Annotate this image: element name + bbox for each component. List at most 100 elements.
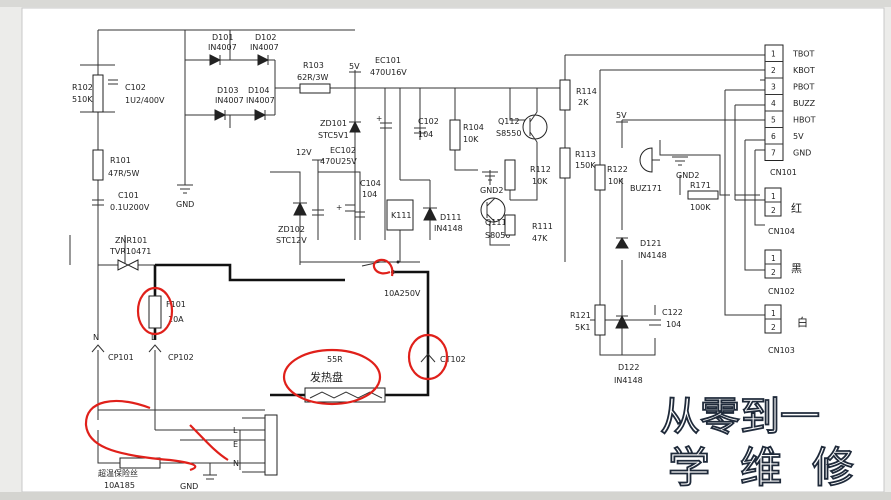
svg-text:1: 1 bbox=[771, 254, 776, 263]
gnd-symbol-bottom: GND bbox=[180, 474, 217, 491]
svg-text:GND: GND bbox=[180, 482, 198, 491]
svg-text:2: 2 bbox=[771, 323, 776, 332]
f101-fuse: F101 10A bbox=[148, 295, 186, 329]
svg-text:10A185: 10A185 bbox=[104, 481, 135, 490]
r112-resistor: R112 10K bbox=[504, 159, 551, 191]
buz171-buzzer: BUZ171 bbox=[630, 147, 662, 193]
svg-text:Q111: Q111 bbox=[485, 218, 507, 227]
svg-text:150K: 150K bbox=[575, 161, 596, 170]
drawing-sheet bbox=[21, 7, 885, 493]
r122-resistor: R122 10K bbox=[594, 164, 628, 191]
svg-text:TVR10471: TVR10471 bbox=[109, 247, 151, 256]
svg-text:47R/5W: 47R/5W bbox=[108, 169, 140, 178]
svg-text:+: + bbox=[376, 114, 382, 123]
d122-diode: D122 IN4148 bbox=[614, 314, 643, 385]
gnd2-symbol-right: GND2 bbox=[672, 156, 699, 180]
svg-text:BUZ171: BUZ171 bbox=[630, 184, 662, 193]
svg-text:白: 白 bbox=[797, 315, 808, 329]
svg-text:红: 红 bbox=[791, 202, 802, 215]
c102-104-capacitor: C102 104 bbox=[414, 117, 439, 139]
svg-text:K111: K111 bbox=[391, 211, 412, 220]
svg-text:IN4007: IN4007 bbox=[215, 96, 244, 105]
svg-text:F101: F101 bbox=[166, 300, 186, 309]
svg-text:D122: D122 bbox=[618, 363, 639, 372]
cn102-connector: 1 2 黑 CN102 bbox=[764, 249, 802, 296]
svg-text:GND2: GND2 bbox=[676, 171, 699, 180]
r121-resistor: R121 5K1 bbox=[570, 304, 606, 336]
svg-text:D104: D104 bbox=[248, 86, 269, 95]
svg-text:D103: D103 bbox=[217, 86, 238, 95]
svg-text:S8050: S8050 bbox=[485, 231, 510, 240]
svg-text:D102: D102 bbox=[255, 33, 276, 42]
svg-text:L: L bbox=[233, 426, 238, 435]
c101-capacitor: C101 0.1U200V bbox=[92, 191, 150, 212]
cp102-terminal: L CP102 bbox=[148, 333, 194, 362]
znr101-varistor: ZNR101 TVR10471 bbox=[109, 236, 151, 271]
svg-text:IN4148: IN4148 bbox=[638, 251, 667, 260]
svg-text:D101: D101 bbox=[212, 33, 233, 42]
svg-text:10A: 10A bbox=[168, 315, 184, 324]
r113-resistor: R113 150K bbox=[559, 147, 596, 179]
svg-text:R122: R122 bbox=[607, 165, 628, 174]
svg-text:C102: C102 bbox=[125, 83, 146, 92]
top-bezel bbox=[0, 0, 891, 7]
cn101-signal-label: GND bbox=[793, 148, 811, 157]
cn101-signal-label: KBOT bbox=[793, 66, 815, 75]
svg-text:L: L bbox=[151, 333, 156, 342]
svg-text:S8550: S8550 bbox=[496, 129, 521, 138]
r101-resistor: R101 47R/5W bbox=[92, 149, 140, 181]
svg-text:R101: R101 bbox=[110, 156, 131, 165]
svg-text:C102: C102 bbox=[418, 117, 439, 126]
d121-diode: D121 IN4148 bbox=[615, 237, 667, 260]
cn101-signal-label: HBOT bbox=[793, 115, 816, 124]
svg-text:Q112: Q112 bbox=[498, 117, 520, 126]
svg-text:+: + bbox=[336, 203, 342, 212]
svg-text:D121: D121 bbox=[640, 239, 661, 248]
ec102-capacitor: EC102 470U25V + bbox=[312, 146, 357, 216]
r114-resistor: R114 2K bbox=[559, 79, 597, 111]
svg-text:62R/3W: 62R/3W bbox=[297, 73, 329, 82]
svg-text:5V: 5V bbox=[349, 62, 360, 71]
ac-socket: L E N bbox=[233, 414, 278, 476]
svg-text:2K: 2K bbox=[578, 98, 589, 107]
svg-text:100K: 100K bbox=[690, 203, 711, 212]
q112-transistor: Q112 S8550 bbox=[496, 111, 548, 143]
svg-text:12V: 12V bbox=[296, 148, 312, 157]
ec101-capacitor: EC101 470U16V + bbox=[370, 56, 407, 129]
cn101-pin-number: 6 bbox=[771, 132, 776, 141]
svg-text:1: 1 bbox=[771, 309, 776, 318]
svg-text:ZNR101: ZNR101 bbox=[115, 236, 147, 245]
c102-capacitor: C102 1U2/400V bbox=[108, 79, 165, 105]
svg-text:470U16V: 470U16V bbox=[370, 68, 407, 77]
cn101-pin-number: 1 bbox=[771, 49, 776, 58]
svg-text:470U25V: 470U25V bbox=[320, 157, 357, 166]
thermal-fuse: 超温保险丝 10A185 bbox=[98, 457, 161, 490]
svg-text:10K: 10K bbox=[608, 177, 624, 186]
svg-text:C101: C101 bbox=[118, 191, 139, 200]
svg-text:10A250V: 10A250V bbox=[384, 289, 421, 298]
cn104-connector: 1 2 红 CN104 bbox=[764, 187, 802, 236]
svg-text:104: 104 bbox=[362, 190, 377, 199]
svg-text:发热盘: 发热盘 bbox=[310, 370, 343, 384]
red-annotations bbox=[84, 258, 449, 472]
svg-text:N: N bbox=[233, 459, 239, 468]
svg-text:STC5V1: STC5V1 bbox=[318, 131, 349, 140]
net-5v-right: 5V bbox=[616, 111, 628, 123]
cn101-signal-label: 5V bbox=[793, 132, 804, 141]
bottom-bezel bbox=[0, 492, 891, 500]
svg-text:CN103: CN103 bbox=[768, 346, 795, 355]
watermark: 从零到一 学维修 bbox=[659, 393, 855, 493]
cn101-pin-number: 4 bbox=[771, 99, 776, 108]
svg-text:IN4148: IN4148 bbox=[434, 224, 463, 233]
cn101-pin-number: 7 bbox=[771, 148, 776, 157]
net-5v-top: 5V bbox=[349, 62, 361, 73]
cn101-signal-label: BUZZ bbox=[793, 99, 816, 108]
svg-text:5V: 5V bbox=[616, 111, 627, 120]
svg-text:CT102: CT102 bbox=[440, 355, 466, 364]
q111-transistor: Q111 S8050 bbox=[480, 197, 510, 240]
svg-text:C122: C122 bbox=[662, 308, 683, 317]
svg-text:GND2: GND2 bbox=[480, 186, 503, 195]
svg-text:R171: R171 bbox=[690, 181, 711, 190]
svg-text:C104: C104 bbox=[360, 179, 381, 188]
cp101-terminal: N CP101 bbox=[91, 333, 134, 362]
